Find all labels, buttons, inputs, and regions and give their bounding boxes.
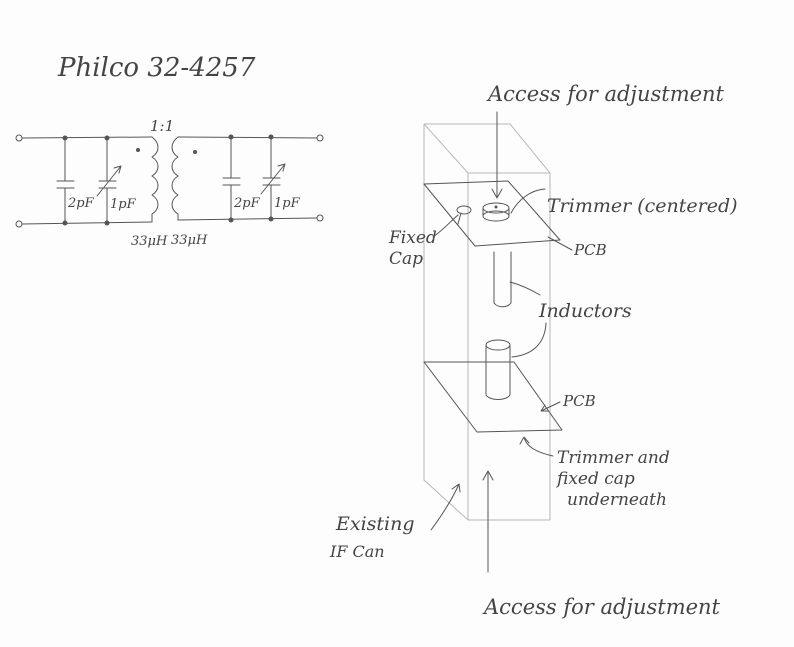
assembly: Access for adjustment PCB Trimmer (cente… (329, 82, 738, 619)
inductor-right (171, 136, 179, 221)
cap-left-trimmer: 1pF (96, 139, 137, 222)
existing-label-1: Existing (335, 513, 415, 535)
if-can-outline (423, 123, 551, 521)
pcb-bottom (423, 361, 563, 433)
ratio-label: 1:1 (150, 117, 174, 135)
cap-right-trimmer: 1pF (260, 138, 301, 218)
terminal-out-top (316, 134, 324, 142)
inductors-label: Inductors (538, 300, 632, 322)
pcb-top-label: PCB (573, 241, 607, 259)
underneath-leader (519, 436, 554, 457)
cap-left-fixed-label: 2pF (67, 196, 95, 211)
rail-left-top (21, 136, 153, 139)
trimmer-leader (510, 188, 546, 214)
terminal-in-top (15, 134, 23, 142)
inductor-left-label: 33μH (131, 234, 168, 249)
rail-right-top (177, 136, 318, 139)
pcb-top-leader (547, 236, 573, 251)
inductors-leader-upper (509, 281, 541, 296)
terminal-in-bottom (15, 220, 23, 228)
underneath-label-2: fixed cap (555, 469, 635, 489)
cap-right-fixed: 2pF (222, 138, 261, 219)
underneath-label-3: underneath (567, 490, 667, 510)
fixed-cap-component (456, 205, 472, 225)
rail-right-bottom (177, 217, 318, 221)
terminal-out-bottom (316, 214, 324, 222)
inductor-right-label: 33μH (171, 233, 208, 248)
schematic: Philco 32-4257 2pF 1pF 1:1 (15, 53, 324, 249)
inductor-upper (493, 251, 512, 308)
cap-right-fixed-label: 2pF (233, 196, 261, 211)
inductor-left (151, 136, 159, 223)
cap-right-trimmer-label: 1pF (274, 196, 301, 211)
fixed-cap-label-2: Cap (389, 249, 423, 269)
fixed-cap-leader (432, 214, 459, 238)
trimmer-label: Trimmer (centered) (547, 195, 738, 217)
pcb-top (423, 180, 561, 247)
inductors-leader-lower (511, 322, 547, 358)
rail-left-bottom (21, 221, 153, 225)
pcb-bottom-label: PCB (562, 392, 596, 410)
access-bottom-label: Access for adjustment (482, 595, 721, 619)
fixed-cap-label-1: Fixed (388, 228, 437, 248)
access-top-arrow (491, 111, 503, 199)
schematic-title: Philco 32-4257 (57, 53, 256, 83)
trimmer-component (482, 202, 510, 222)
underneath-label-1: Trimmer and (557, 448, 670, 468)
cap-left-trimmer-label: 1pF (110, 197, 137, 212)
cap-left-fixed: 2pF (56, 139, 95, 222)
phase-dot-right (193, 150, 197, 154)
pcb-bottom-leader (540, 401, 561, 412)
inductor-lower (485, 339, 511, 400)
existing-label-2: IF Can (329, 542, 385, 561)
access-bottom-arrow (482, 470, 494, 573)
access-top-label: Access for adjustment (486, 82, 725, 106)
phase-dot-left (136, 148, 140, 152)
existing-leader (430, 483, 461, 531)
